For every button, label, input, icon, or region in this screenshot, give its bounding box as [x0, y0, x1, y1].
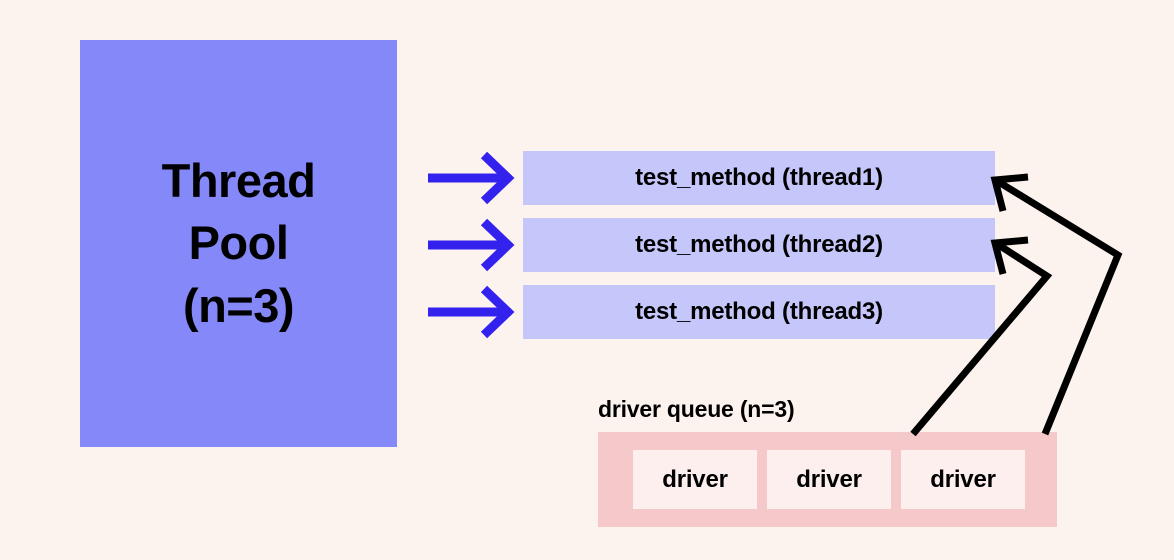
thread-row-2: test_method (thread2)	[523, 218, 995, 272]
driver-item-3: driver	[901, 450, 1025, 509]
driver-item-2: driver	[767, 450, 891, 509]
thread-pool-box: Thread Pool (n=3)	[80, 40, 397, 447]
thread-row-1: test_method (thread1)	[523, 151, 995, 205]
feed-arrow-3-icon	[428, 285, 515, 339]
driver-item-2-label: driver	[796, 465, 862, 493]
driver-item-1-label: driver	[662, 465, 728, 493]
thread-row-1-label: test_method (thread1)	[635, 164, 883, 191]
thread-row-3-label: test_method (thread3)	[635, 298, 883, 325]
feed-arrow-1-icon	[428, 151, 515, 205]
return-arrow-to-thread1-icon	[990, 173, 1123, 436]
thread-row-2-label: test_method (thread2)	[635, 231, 883, 258]
driver-queue-box: driver driver driver	[598, 432, 1057, 527]
driver-item-1: driver	[633, 450, 757, 509]
driver-queue-title: driver queue (n=3)	[598, 396, 795, 422]
feed-arrow-2-icon	[428, 218, 515, 272]
driver-item-3-label: driver	[930, 465, 996, 493]
thread-pool-label: Thread Pool (n=3)	[161, 154, 316, 332]
thread-row-3: test_method (thread3)	[523, 285, 995, 339]
